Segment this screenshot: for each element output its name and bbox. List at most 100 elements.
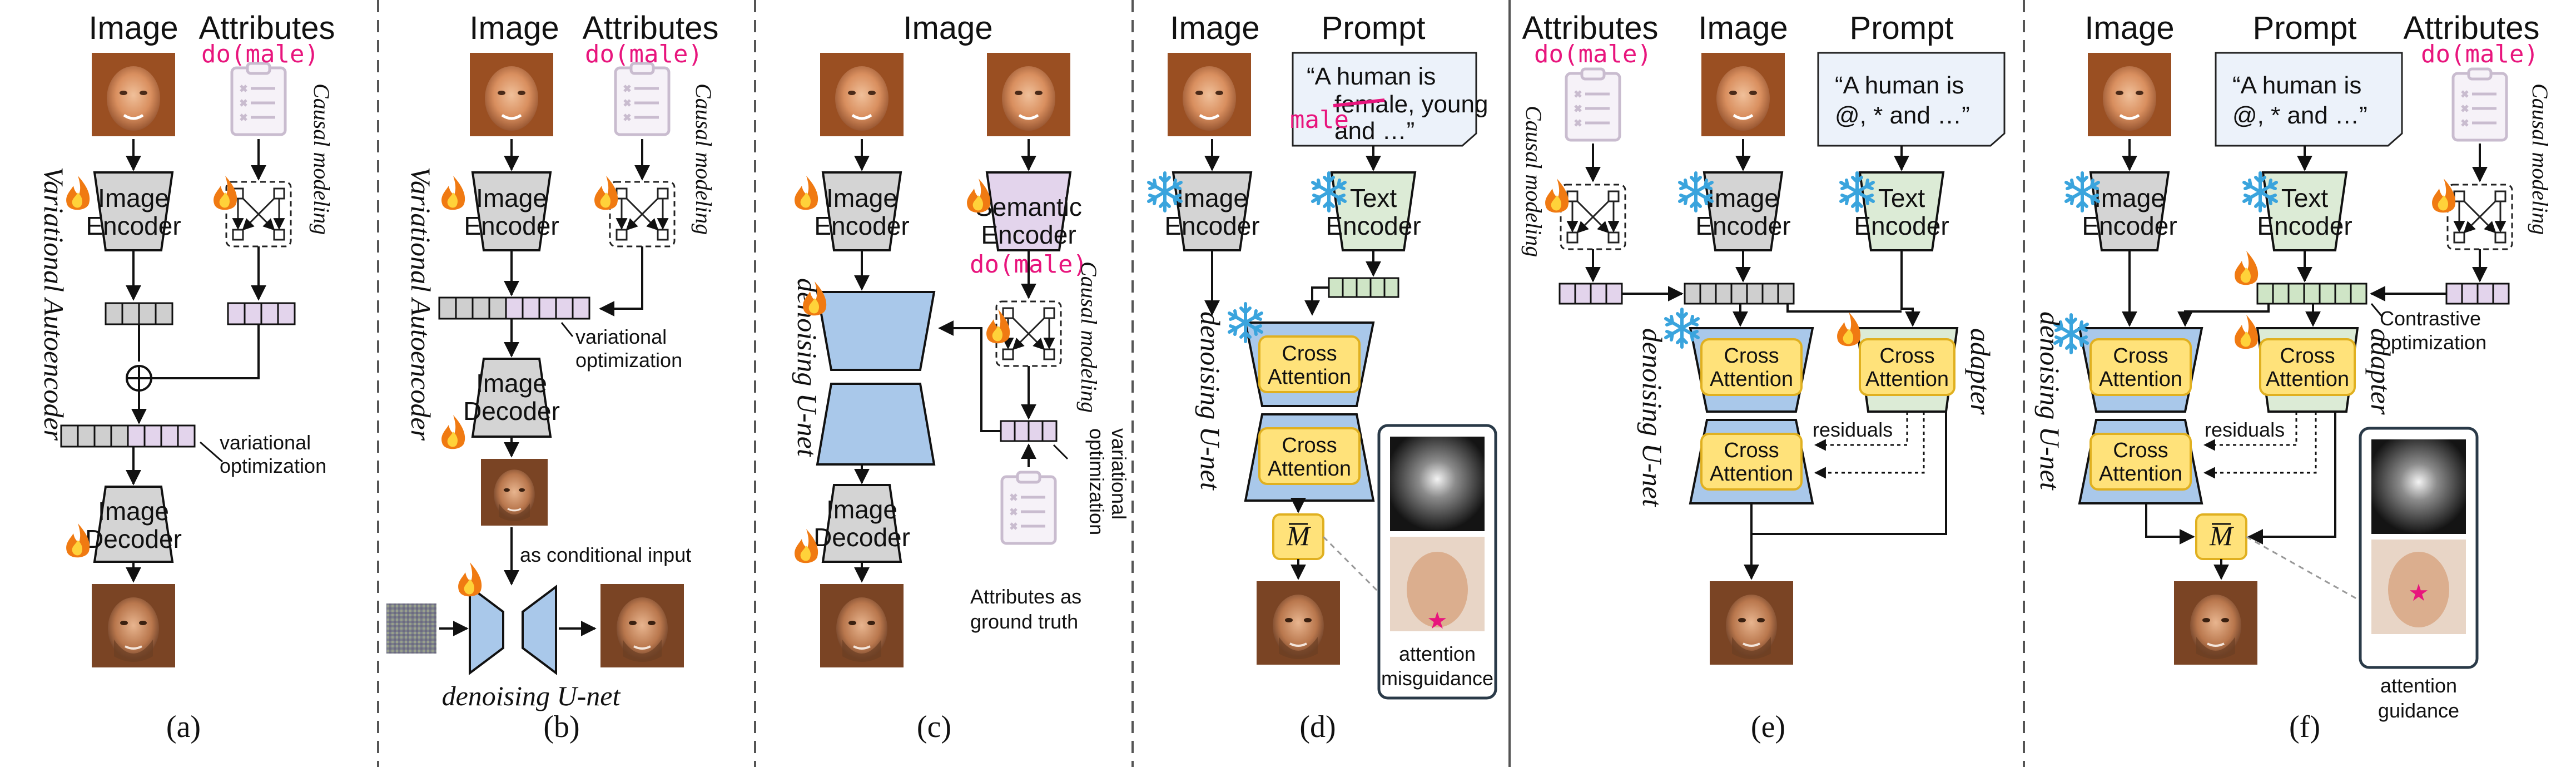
prompt-line2: female, young [1334, 91, 1488, 118]
unet-label: denoising U-net [442, 680, 621, 711]
adapter-cross-attention [1859, 338, 1955, 396]
cross-attention-label2: Attention [2266, 368, 2349, 391]
panel-c: Image Image Encoder Semantic Encoder do(… [792, 10, 1130, 744]
ground-truth-label2: ground truth [970, 610, 1078, 633]
panel-b: Image Attributes do(male) Causal modelin… [386, 10, 719, 744]
cross-attention-block-2 [1700, 433, 1803, 491]
text-encoder-label2: Encoder [1326, 211, 1421, 240]
cross-attention-block-2 [1258, 427, 1361, 485]
image-header: Image [1698, 10, 1788, 46]
image-encoder-label: Image [1177, 184, 1248, 212]
text-encoder-label2: Encoder [1854, 211, 1949, 240]
output-face-image [2173, 580, 2259, 666]
text-encoder-label2: Encoder [2257, 211, 2352, 240]
prompt-line2: @, * and …” [2232, 102, 2367, 129]
panel-e: Attributes Image Prompt do(male) Causal … [1521, 10, 2006, 744]
attributes-header: Attributes [583, 10, 719, 46]
image-header: Image [1170, 10, 1259, 46]
image-encoder-label: Image [2094, 184, 2165, 212]
clipboard-icon [1566, 69, 1620, 140]
causal-modeling-label: Causal modeling [2528, 83, 2553, 235]
input-face-image [1168, 53, 1251, 136]
attention-heatmap [2371, 439, 2466, 534]
latent-tokens-gray [105, 302, 173, 325]
vae-label: Variational Autoencoder [38, 167, 70, 441]
optimization-label: optimization [220, 454, 326, 477]
misguidance-label: attention [1399, 642, 1476, 665]
cross-attention-block [1258, 335, 1361, 393]
causal-modeling-label: Causal modeling [309, 83, 334, 235]
unet-down [469, 585, 504, 675]
unet-label: denoising U-net [2034, 311, 2066, 491]
attr-tokens [2445, 283, 2510, 305]
input-face-image [92, 53, 175, 136]
flame-icon [458, 562, 482, 597]
cross-attention-block-2 [2089, 433, 2192, 491]
speech-bubble [1817, 52, 2006, 147]
text-encoder-label: Text [1350, 184, 1397, 212]
image-decoder [471, 358, 552, 438]
image-header: Image [2084, 10, 2174, 46]
flame-icon [1545, 179, 1569, 213]
causal-graph-icon [610, 182, 674, 246]
do-male-label: do(male) [585, 40, 703, 68]
image-encoder-label2: Encoder [814, 211, 909, 240]
variational-label: variational [1108, 428, 1130, 519]
mask-m-label: M [2209, 520, 2234, 551]
optimization-label: optimization [1085, 428, 1108, 535]
panel-a: Image Attributes do(male) Causal modelin… [38, 10, 335, 744]
caption-b: (b) [543, 710, 579, 744]
ground-truth-label: Attributes as [970, 585, 1081, 608]
cross-attention-label: Cross [1724, 344, 1779, 368]
vae-label: Variational Autoencoder [405, 167, 436, 441]
unet-up [522, 585, 557, 675]
text-tokens [1328, 277, 1399, 298]
image-encoder [93, 171, 174, 251]
cross-attention-label2: Attention [2099, 368, 2182, 391]
output-face-image [599, 583, 685, 669]
attr-tokens [1558, 283, 1623, 305]
text-encoder [2261, 171, 2348, 251]
flame-icon [2235, 315, 2259, 349]
unet-up [816, 383, 936, 466]
image-encoder [471, 171, 552, 251]
image-encoder-label: Image [98, 184, 169, 212]
input-face-image [470, 53, 553, 136]
prompt-header: Prompt [2253, 10, 2357, 46]
flame-icon [594, 176, 618, 210]
guidance-label: attention [2380, 674, 2457, 697]
image-decoder-label: Image [98, 497, 169, 526]
residuals-label: residuals [2205, 418, 2285, 441]
image-encoder-label: Image [826, 184, 897, 212]
semantic-encoder-label2: Encoder [981, 220, 1076, 249]
cross-attention-label2: Attention [2099, 462, 2182, 486]
optimization-label: optimization [575, 349, 682, 372]
prompt-line3: and …” [1334, 117, 1414, 145]
clipboard-icon [616, 63, 669, 135]
cross-attention-label: Cross [2113, 439, 2168, 462]
semantic-encoder [985, 171, 1072, 251]
cross-attention-label2: Attention [1710, 368, 1793, 391]
prompt-header: Prompt [1850, 10, 1954, 46]
caption-a: (a) [166, 710, 201, 744]
mask-m-label: M [1286, 520, 1311, 551]
image-decoder-label2: Decoder [813, 523, 910, 552]
image-decoder [821, 484, 902, 563]
image-encoder [2089, 171, 2170, 251]
cross-attention-block [1700, 338, 1803, 396]
flame-icon [967, 179, 991, 213]
unet-label: denoising U-net [1195, 311, 1226, 491]
noise-image [386, 603, 436, 654]
image-encoder-label2: Encoder [1164, 211, 1259, 240]
contrastive-label: Contrastive [2380, 307, 2481, 330]
unet-down [816, 291, 936, 371]
causal-modeling-label: Causal modeling [691, 83, 716, 235]
image-header: Image [88, 10, 178, 46]
image-encoder [1703, 171, 1784, 251]
latent-tokens-combined [438, 296, 590, 320]
caption-d: (d) [1299, 710, 1336, 744]
cross-attention-label: Cross [1282, 434, 1337, 457]
cross-attention-block [2089, 338, 2192, 396]
flame-icon [441, 176, 465, 210]
